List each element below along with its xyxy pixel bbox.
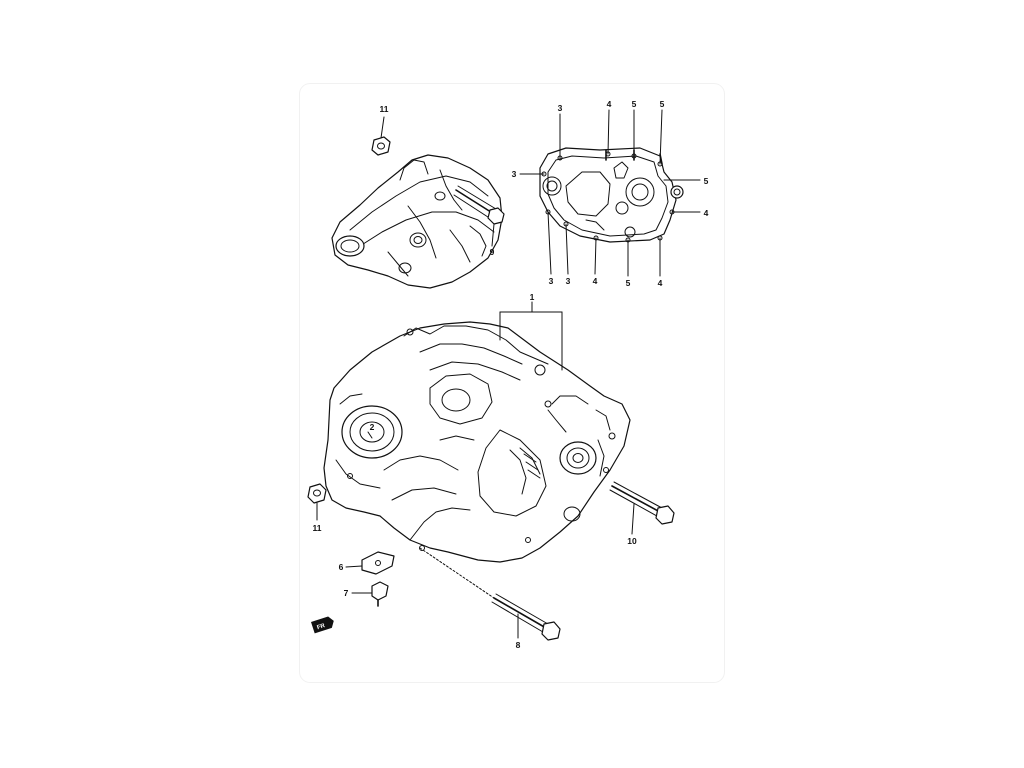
callout-4-right: 4 [704,208,709,218]
callout-1: 1 [530,292,535,302]
callout-4-b: 4 [593,276,598,286]
nut-11-bottom [307,483,327,521]
bolt-7 [351,581,389,607]
bracket-6 [345,551,395,575]
callout-9: 9 [490,247,495,257]
callout-labels: 11 9 3 4 5 5 3 5 4 3 3 4 5 4 1 2 11 10 6… [313,99,709,650]
direction-badge-text: FR [316,623,326,631]
crankcase-cover-assembly [331,136,505,289]
crankcase-main [323,321,631,563]
callout-5-c: 5 [626,278,631,288]
callout-6: 6 [339,562,344,572]
callout-11-bottom: 11 [313,523,322,533]
callout-5-right: 5 [704,176,709,186]
callout-5-a: 5 [632,99,637,109]
callout-1-bracket [367,301,563,439]
callout-4-a: 4 [607,99,612,109]
callout-7: 7 [344,588,349,598]
front-direction-badge: FR [311,616,334,634]
callout-2: 2 [370,422,375,432]
callout-4-c: 4 [658,278,663,288]
gasket-leader-lines [380,109,701,277]
callout-3-left: 3 [512,169,517,179]
bolt-9 [453,185,505,225]
callout-3-c: 3 [566,276,571,286]
nut-11-top [371,136,391,156]
callout-11-top: 11 [380,104,389,114]
bolt-8 [419,547,561,641]
callout-3-b: 3 [549,276,554,286]
crankcase-gasket [539,147,684,243]
callout-8: 8 [516,640,521,650]
callout-3-a: 3 [558,103,563,113]
callout-5-b: 5 [660,99,665,109]
bolt-10 [609,481,675,535]
callout-10: 10 [627,536,637,546]
